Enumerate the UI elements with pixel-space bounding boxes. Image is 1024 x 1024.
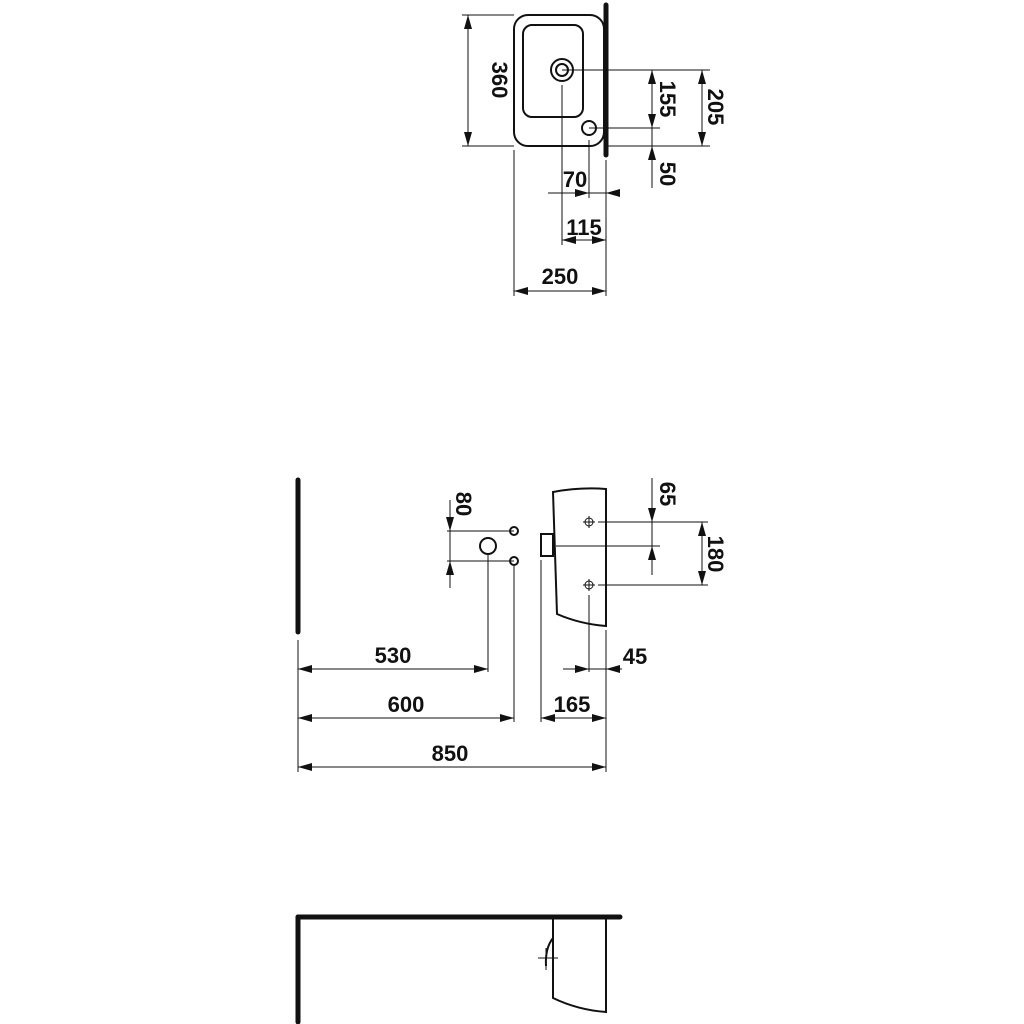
- dim-waste-offset: 70: [563, 167, 587, 192]
- dim-fixing-top: 65: [655, 482, 680, 506]
- dim-fixing-spacing: 80: [451, 492, 476, 516]
- wall-view: 80 65 180 45: [295, 477, 728, 772]
- dim-projection: 165: [554, 692, 591, 717]
- top-view: 360 155 205 50 70 115 250: [462, 2, 728, 296]
- dim-tap-to-edge: 205: [703, 89, 728, 126]
- dim-tap-to-waste: 155: [655, 81, 680, 118]
- dim-fixing-spacing-side: 180: [703, 536, 728, 573]
- dim-waste-projection: 45: [623, 644, 647, 669]
- bottom-waste-outlet: [544, 937, 554, 967]
- dim-tap-offset: 115: [566, 215, 602, 240]
- dim-width: 250: [542, 264, 579, 289]
- basin-side-profile: [551, 487, 607, 628]
- bottom-basin-profile: [552, 919, 607, 1014]
- dim-depth: 360: [487, 62, 512, 99]
- top-basin-outline: [513, 14, 605, 147]
- top-bowl-outline: [522, 24, 584, 118]
- dim-waste-height: 530: [375, 643, 412, 668]
- waste-hole: [479, 537, 497, 555]
- bottom-view: [295, 914, 623, 1024]
- dim-fixing-height: 600: [388, 692, 425, 717]
- waste-outlet: [540, 533, 554, 557]
- dim-waste-to-edge: 50: [655, 162, 680, 186]
- dim-rim-height: 850: [432, 741, 469, 766]
